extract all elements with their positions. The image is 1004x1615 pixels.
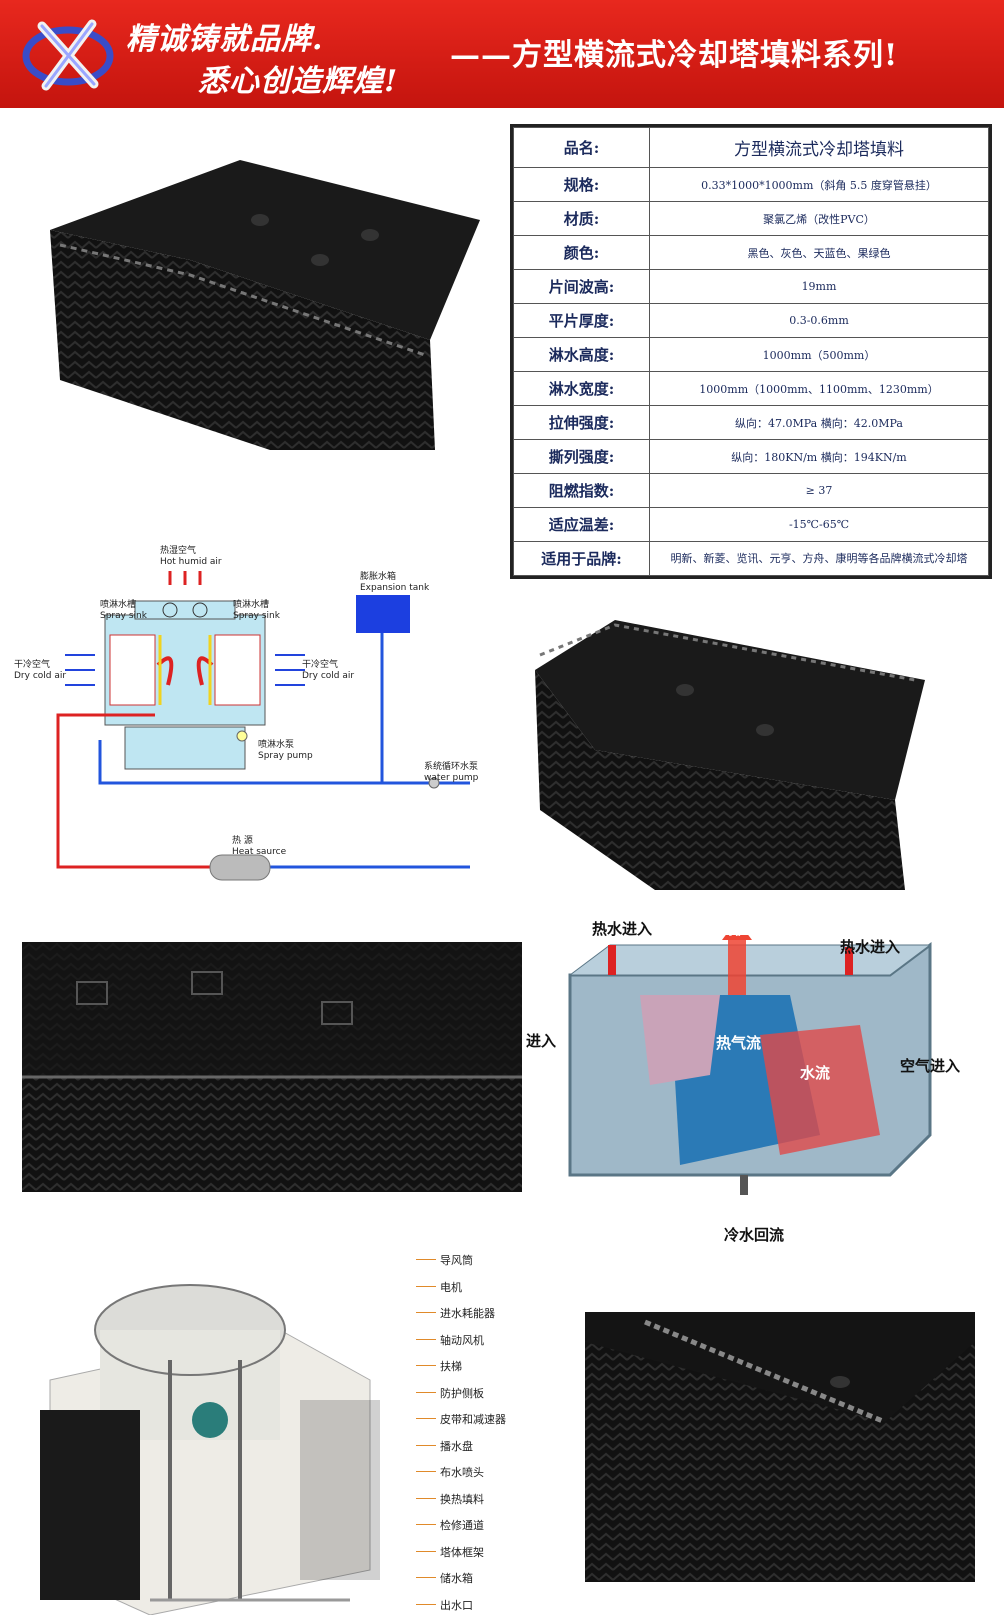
spec-row: 拉伸强度:纵向：47.0MPa 横向：42.0MPa (513, 405, 989, 441)
banner-tagline: ——方型横流式冷却塔填料系列! (450, 38, 899, 73)
spec-label: 适应温差: (513, 507, 650, 542)
label-hot-water-in-left: 热水进入 (592, 920, 653, 938)
header-banner: 精诚铸就品牌. 悉心创造辉煌! ——方型横流式冷却塔填料系列! (0, 0, 1004, 108)
part-label: 防护侧板 (416, 1386, 484, 1400)
spec-label: 颜色: (513, 235, 650, 271)
spec-label: 淋水宽度: (513, 371, 650, 407)
part-label: 皮带和减速器 (416, 1413, 506, 1426)
part-label: 扶梯 (416, 1360, 462, 1373)
part-label: 换热填料 (416, 1492, 484, 1506)
slogan-line-1: 精诚铸就品牌. (126, 22, 324, 57)
spec-label: 淋水高度: (513, 337, 650, 373)
spec-label: 材质: (513, 201, 650, 237)
part-label: 导风筒 (416, 1254, 473, 1267)
spec-value: -15℃-65℃ (649, 507, 989, 542)
label-air-in-right: 空气进入 (900, 1057, 961, 1075)
tower-cutaway-diagram (40, 1284, 380, 1615)
spec-value: 0.33*1000*1000mm（斜角 5.5 度穿管悬挂） (649, 167, 989, 203)
spec-value: 聚氯乙烯（改性PVC） (649, 201, 989, 237)
part-label: 进水耗能器 (416, 1307, 495, 1320)
spec-label: 平片厚度: (513, 303, 650, 339)
spec-value: 纵向：180KN/m 横向：194KN/m (649, 439, 989, 475)
part-label: 塔体框架 (416, 1545, 484, 1559)
fill-pack-photo-4 (585, 1312, 975, 1582)
spec-row: 淋水高度:1000mm（500mm） (513, 337, 989, 373)
fill-pack-photo-3 (22, 942, 522, 1192)
spec-value: 19mm (649, 269, 989, 305)
part-label: 轴动风机 (416, 1333, 484, 1347)
label-hot-water-in-right: 热水进入 (840, 938, 901, 956)
spec-row: 规格:0.33*1000*1000mm（斜角 5.5 度穿管悬挂） (513, 167, 989, 203)
spec-row: 淋水宽度:1000mm（1000mm、1100mm、1230mm） (513, 371, 989, 407)
spec-row: 阻燃指数:≥ 37 (513, 473, 989, 508)
spec-value: 0.3-0.6mm (649, 303, 989, 339)
spec-label: 片间波高: (513, 269, 650, 305)
spec-label: 撕列强度: (513, 439, 650, 475)
part-label: 检修通道 (416, 1519, 484, 1532)
fill-pack-photo-1 (50, 160, 480, 450)
spec-row: 材质:聚氯乙烯（改性PVC） (513, 201, 989, 237)
fill-pack-photo-2 (535, 620, 925, 890)
slogan-line-2: 悉心创造辉煌! (198, 64, 399, 99)
spec-value: 黑色、灰色、天蓝色、果绿色 (649, 235, 989, 271)
spec-row: 颜色:黑色、灰色、天蓝色、果绿色 (513, 235, 989, 271)
part-label: 播水盘 (416, 1439, 473, 1453)
label-hot-air-flow: 热气流 (716, 1034, 762, 1052)
part-label: 电机 (416, 1280, 462, 1294)
spec-value: 1000mm（1000mm、1100mm、1230mm） (649, 371, 989, 407)
company-logo (22, 19, 114, 91)
spec-row: 平片厚度:0.3-0.6mm (513, 303, 989, 339)
crossflow-tower-diagram (568, 935, 932, 1195)
spec-value: 方型横流式冷却塔填料 (649, 126, 989, 169)
part-label: 储水箱 (416, 1572, 473, 1585)
spec-row: 撕列强度:纵向：180KN/m 横向：194KN/m (513, 439, 989, 475)
cooling-schematic (56, 571, 470, 881)
spec-row: 片间波高:19mm (513, 269, 989, 305)
label-cold-water-return: 冷水回流 (724, 1226, 785, 1244)
part-label: 出水口 (416, 1598, 473, 1612)
part-label: 布水喷头 (416, 1466, 484, 1479)
spec-row: 品名:方型横流式冷却塔填料 (513, 126, 989, 169)
spec-label: 阻燃指数: (513, 473, 650, 508)
label-water-flow: 水流 (800, 1064, 831, 1082)
spec-value: 纵向：47.0MPa 横向：42.0MPa (649, 405, 989, 441)
spec-label: 规格: (513, 167, 650, 203)
spec-row: 适用于品牌:明新、新菱、览讯、元亨、方舟、康明等各品牌横流式冷却塔 (513, 540, 989, 577)
spec-row: 适应温差:-15℃-65℃ (513, 507, 989, 542)
spec-value: ≥ 37 (649, 473, 989, 508)
label-exhaust: 排出 (728, 920, 759, 938)
spec-label: 拉伸强度: (513, 405, 650, 441)
spec-value: 明新、新菱、览讯、元亨、方舟、康明等各品牌横流式冷却塔 (649, 540, 989, 577)
spec-label: 品名: (513, 126, 650, 169)
label-air-in-left: 进入 (526, 1032, 557, 1050)
spec-table: 品名:方型横流式冷却塔填料规格:0.33*1000*1000mm（斜角 5.5 … (510, 124, 992, 579)
spec-label: 适用于品牌: (513, 540, 650, 577)
spec-value: 1000mm（500mm） (649, 337, 989, 373)
